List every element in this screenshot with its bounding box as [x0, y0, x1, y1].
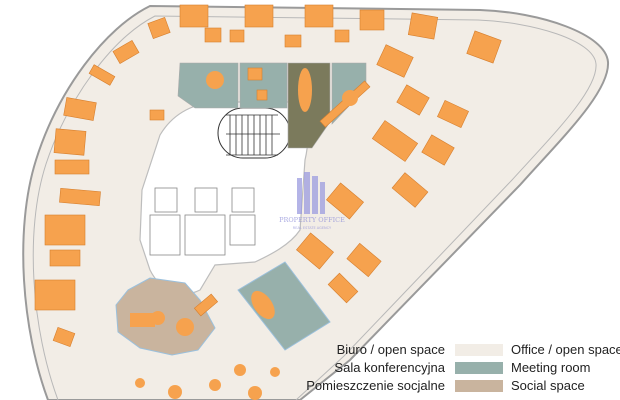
- table: [206, 71, 224, 89]
- legend-item-social: Pomieszczenie socjalne Social space: [300, 377, 620, 395]
- legend-label-en: Social space: [511, 378, 585, 393]
- table: [251, 290, 275, 320]
- table: [209, 379, 221, 391]
- table: [234, 364, 246, 376]
- desk: [371, 120, 419, 162]
- desk: [63, 97, 97, 121]
- legend-label-pl: Sala konferencyjna: [334, 360, 445, 375]
- desk: [44, 214, 86, 246]
- desk: [149, 109, 165, 121]
- svg-text:REAL ESTATE AGENCY: REAL ESTATE AGENCY: [293, 226, 332, 230]
- desk: [34, 279, 76, 311]
- desk: [296, 232, 334, 270]
- desk: [304, 4, 334, 28]
- desk: [326, 182, 364, 220]
- desk: [54, 159, 90, 175]
- desk: [204, 27, 222, 43]
- table: [135, 378, 145, 388]
- desk: [53, 128, 87, 156]
- desk: [284, 34, 302, 48]
- desk: [256, 89, 268, 101]
- legend-label-en: Office / open space: [511, 342, 620, 357]
- legend-item-meeting: Sala konferencyjna Meeting room: [300, 359, 620, 377]
- desk: [147, 17, 171, 39]
- desk: [247, 67, 263, 81]
- desk: [49, 249, 81, 267]
- table: [176, 318, 194, 336]
- stairs: [226, 114, 280, 156]
- outer-wall: [32, 15, 597, 400]
- desk: [359, 9, 385, 31]
- desk: [376, 44, 414, 78]
- desk: [179, 4, 209, 28]
- table: [168, 385, 182, 399]
- desk: [112, 40, 140, 64]
- desk: [327, 272, 359, 304]
- legend: Biuro / open space Office / open space S…: [300, 340, 620, 400]
- legend-swatch: [455, 344, 503, 356]
- table: [270, 367, 280, 377]
- elevators: [149, 187, 256, 256]
- table: [248, 386, 262, 400]
- legend-label-pl: Pomieszczenie socjalne: [306, 378, 445, 393]
- desk: [346, 242, 382, 278]
- legend-swatch: [455, 380, 503, 392]
- watermark-logo: PROPERTY OFFICE REAL ESTATE AGENCY: [279, 172, 345, 230]
- desk: [391, 172, 429, 208]
- desk: [334, 29, 350, 43]
- desk: [466, 30, 502, 64]
- legend-label-en: Meeting room: [511, 360, 591, 375]
- desk: [59, 187, 101, 207]
- legend-item-office: Biuro / open space Office / open space: [300, 341, 620, 359]
- legend-swatch: [455, 362, 503, 374]
- social-space: [115, 277, 216, 356]
- desk: [193, 293, 219, 317]
- table: [342, 90, 358, 106]
- furniture: [34, 4, 502, 400]
- desk: [407, 12, 439, 40]
- legend-label-pl: Biuro / open space: [336, 342, 445, 357]
- desk: [437, 99, 469, 129]
- desk: [396, 84, 430, 116]
- desk: [421, 134, 455, 166]
- svg-text:PROPERTY OFFICE: PROPERTY OFFICE: [279, 216, 345, 224]
- desk: [229, 29, 245, 43]
- desk: [88, 64, 116, 86]
- table: [298, 68, 312, 112]
- desk: [244, 4, 274, 28]
- desk: [52, 326, 76, 348]
- table: [130, 313, 155, 327]
